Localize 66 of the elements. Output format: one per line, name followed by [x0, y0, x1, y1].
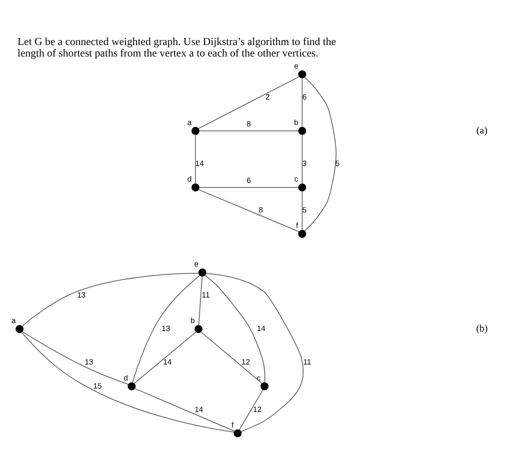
edge-label: 14	[163, 356, 172, 366]
edge-label: 14	[256, 324, 266, 333]
node-label: b	[190, 316, 195, 325]
node-label: f	[296, 220, 298, 230]
node-circle	[194, 324, 202, 333]
connector	[134, 331, 196, 384]
edge-label: 13	[162, 324, 170, 333]
edge-label: 12	[241, 356, 250, 366]
connector	[22, 330, 129, 384]
node-circle	[16, 324, 24, 333]
edge-label: 14	[194, 404, 204, 414]
node-circle	[234, 428, 242, 437]
connector	[198, 76, 300, 128]
connector	[204, 274, 266, 382]
diagram-title: Let G be a connected weighted graph. Use Dijkstra’s algorithm to find the length of shortest paths from the vertex a to each of the other vertices.	[17, 35, 336, 59]
node-label: e	[294, 60, 298, 70]
connector	[21, 332, 234, 432]
label: (b)	[476, 323, 488, 334]
node-label: c	[294, 174, 298, 184]
node-label: a	[187, 117, 192, 126]
node-circle	[298, 126, 306, 134]
node-circle	[191, 126, 200, 134]
edge-label: 2	[265, 92, 270, 101]
edge-label: 15	[93, 380, 102, 390]
node-circle	[128, 382, 136, 390]
node-circle	[298, 229, 306, 238]
node-label: a	[12, 316, 16, 325]
node-label: f	[231, 420, 234, 429]
node-label: d	[187, 174, 192, 184]
connector	[198, 130, 299, 131]
edge-label: 8	[258, 205, 263, 214]
edge-label: 8	[246, 118, 251, 128]
node-label: d	[124, 372, 128, 382]
edge-label: 11	[202, 290, 210, 300]
edge-label: 14	[195, 158, 204, 168]
edge-label: 11	[303, 356, 312, 366]
connector	[134, 388, 235, 432]
edge-label: 5	[335, 158, 340, 168]
connector	[22, 272, 200, 326]
connector	[198, 188, 300, 232]
connector	[302, 77, 303, 128]
edge-label: 6	[246, 175, 251, 184]
edge-label: 13	[77, 290, 86, 300]
node-circle	[298, 183, 306, 191]
edge-label: 6	[302, 92, 307, 101]
connector	[200, 331, 262, 384]
node-circle	[298, 70, 306, 78]
node-circle	[191, 183, 200, 191]
connector	[195, 134, 196, 184]
label: (a)	[476, 125, 488, 136]
edge-label: 3	[302, 158, 307, 168]
connector	[302, 134, 303, 184]
node-circle	[260, 382, 269, 390]
edge-label: 5	[302, 205, 307, 214]
connector	[198, 275, 203, 326]
connector	[304, 76, 336, 231]
connector	[198, 186, 299, 188]
connector	[302, 190, 303, 230]
edge-label: 13	[84, 356, 94, 366]
connector	[132, 274, 200, 383]
connector	[206, 272, 304, 432]
node-label: e	[194, 259, 199, 268]
node-circle	[198, 268, 206, 276]
edge-label: 12	[252, 404, 262, 414]
connector	[238, 388, 264, 430]
node-label: b	[294, 117, 298, 126]
